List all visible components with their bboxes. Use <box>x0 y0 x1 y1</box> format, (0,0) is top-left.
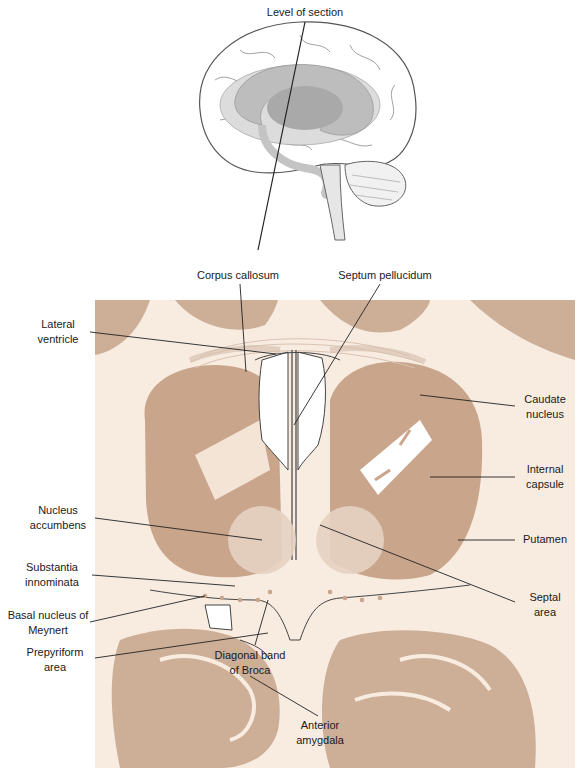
structure-label: Septum pellucidum <box>320 268 450 283</box>
structure-label: Corpus callosum <box>173 268 303 283</box>
structure-label: Anterior amygdala <box>291 718 349 748</box>
structure-label: Level of section <box>240 5 370 20</box>
brain-lateral-view <box>200 22 416 250</box>
structure-label: Prepyriform area <box>19 645 91 675</box>
structure-label: Septal area <box>523 590 567 620</box>
structure-label: Substantia innominata <box>16 560 88 590</box>
structure-label: Putamen <box>510 532 580 547</box>
leader-lines <box>90 284 515 716</box>
coronal-section <box>95 300 575 768</box>
structure-label: Caudate nucleus <box>515 392 575 422</box>
structure-label: Basal nucleus of Meynert <box>6 608 90 638</box>
structure-label: Diagonal band of Broca <box>214 648 286 678</box>
structure-label: Internal capsule <box>519 462 571 492</box>
structure-label: Lateral ventricle <box>28 317 88 347</box>
structure-label: Nucleus accumbens <box>27 503 89 533</box>
